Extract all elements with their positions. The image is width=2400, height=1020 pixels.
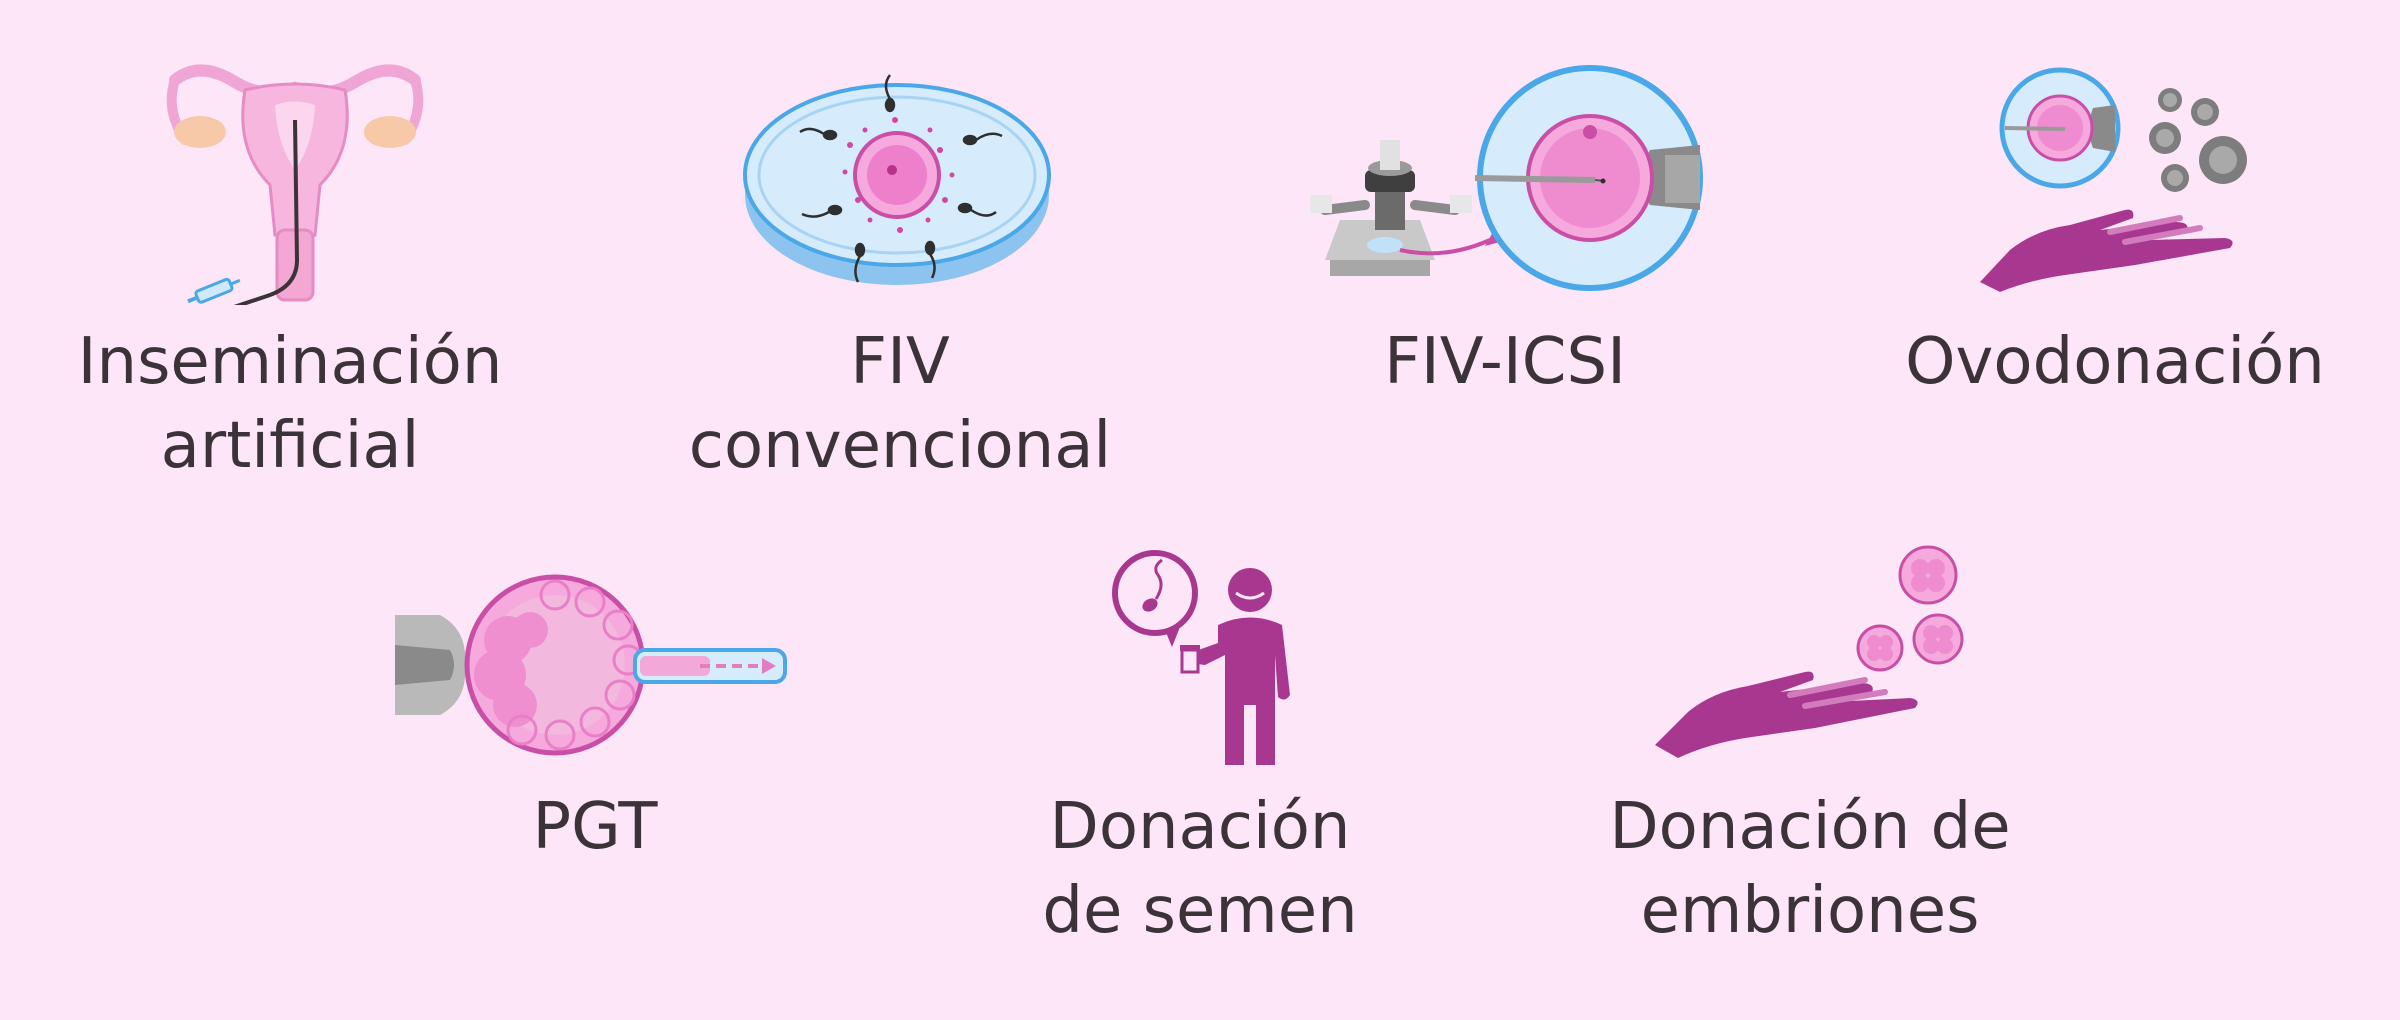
hand-embryos-icon [1655, 545, 1964, 758]
petri-dish-egg-sperm-icon [743, 74, 1051, 285]
label-pgt: PGT [532, 790, 658, 864]
hand-oocytes-icon [1980, 67, 2247, 292]
label-semen: Donación de semen [1042, 790, 1358, 948]
label-inseminacion: Inseminación artificial [77, 325, 503, 483]
man-sperm-icon [1112, 550, 1290, 765]
label-icsi: FIV-ICSI [1384, 325, 1626, 399]
label-ovodonacion: Ovodonación [1905, 325, 2325, 399]
embryo-biopsy-icon [395, 574, 787, 756]
label-embriones: Donación de embriones [1609, 790, 2011, 948]
label-fiv: FIV convencional [688, 325, 1112, 483]
uterus-syringe-icon [166, 64, 424, 305]
microscope-injection-icon [1310, 65, 1703, 291]
